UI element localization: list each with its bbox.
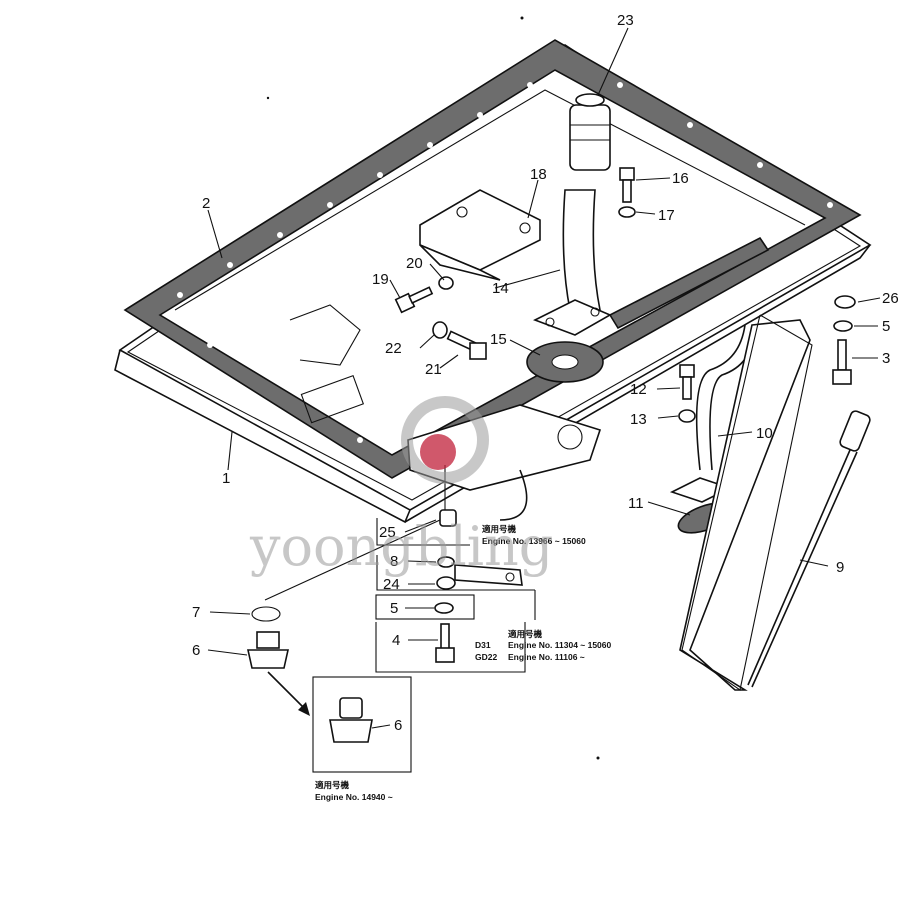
callout-1: 1	[222, 470, 230, 487]
note-2-engine-range-1: Engine No. 11304 ~ 15060	[508, 640, 612, 650]
note-2-cjk: 適用号機	[508, 629, 543, 639]
callout-10: 10	[756, 425, 773, 442]
callout-14: 14	[492, 280, 509, 297]
callout-15: 15	[490, 331, 507, 348]
drain-plug-6-detail	[329, 697, 373, 743]
callout-11: 11	[628, 495, 644, 512]
callout-6: 6	[192, 642, 200, 659]
callout-numbers: 23 2 1 18 14 15 16 17 19 20 22 21 12 13 …	[192, 12, 899, 734]
callout-17: 17	[658, 207, 675, 224]
callout-7: 7	[192, 604, 200, 621]
callout-12: 12	[630, 381, 647, 398]
washer-8	[437, 556, 455, 568]
note-2-model-d31: D31	[475, 640, 491, 650]
callout-16: 16	[672, 170, 689, 187]
detail-box	[312, 676, 412, 773]
callout-19: 19	[372, 271, 389, 288]
callout-23: 23	[617, 12, 634, 29]
washer-17	[618, 206, 636, 218]
callout-5-bottom: 5	[390, 600, 398, 617]
callout-2: 2	[202, 195, 210, 212]
callout-5-right: 5	[882, 318, 890, 335]
dipstick	[679, 314, 871, 691]
callout-20: 20	[406, 255, 423, 272]
washer-22	[432, 321, 448, 339]
watermark-gear-icon	[401, 396, 489, 484]
callout-6-detail: 6	[394, 717, 402, 734]
callout-24: 24	[383, 576, 400, 593]
note-brackets	[375, 518, 536, 673]
note-3-engine-range: Engine No. 14940 ~	[315, 792, 393, 802]
callout-18: 18	[530, 166, 547, 183]
o-ring-7	[251, 606, 281, 622]
callout-13: 13	[630, 411, 647, 428]
note-1-engine-range: Engine No. 13966 ~ 15060	[482, 536, 586, 546]
suction-pipe	[533, 93, 612, 336]
drain-plug-6	[247, 631, 289, 669]
bolt-3	[832, 339, 852, 385]
note-3-cjk: 適用号機	[315, 780, 350, 790]
engine-notes: 適用号機 Engine No. 13966 ~ 15060 適用号機 D31 E…	[315, 524, 612, 802]
callout-8: 8	[390, 553, 398, 570]
washer-5-right	[833, 320, 853, 332]
nut-26	[834, 295, 856, 309]
watermark-text: yoongbling	[249, 515, 553, 578]
nut-24	[436, 576, 456, 590]
bolt-21	[446, 330, 487, 360]
washer-5-bottom	[434, 602, 454, 614]
bolt-4	[435, 623, 455, 663]
note-1-cjk: 適用号機	[482, 524, 517, 534]
bolt-12	[679, 364, 695, 400]
callout-22: 22	[385, 340, 402, 357]
pipe-gasket	[526, 341, 604, 383]
washer-13	[678, 409, 696, 423]
leader-lines	[207, 27, 881, 729]
spacer-25	[439, 509, 457, 527]
note-2-model-gd22: GD22	[475, 652, 497, 662]
callout-4: 4	[392, 632, 400, 649]
nut-20	[438, 276, 454, 290]
callout-3: 3	[882, 350, 890, 367]
strap	[454, 564, 523, 586]
callout-26: 26	[882, 290, 899, 307]
gasket-holes	[177, 82, 833, 443]
note-2-engine-range-2: Engine No. 11106 ~	[508, 652, 585, 662]
bolt-16	[619, 167, 635, 203]
print-specks	[266, 16, 600, 760]
bolt-19	[394, 286, 434, 314]
watermark-logo-icon	[420, 434, 456, 470]
callout-21: 21	[425, 361, 442, 378]
callout-9: 9	[836, 559, 844, 576]
bracket	[419, 189, 541, 281]
plug-arrow	[267, 671, 310, 716]
callout-25: 25	[379, 524, 396, 541]
drain-cover	[407, 404, 602, 521]
watermark: yoongbling	[249, 396, 553, 578]
